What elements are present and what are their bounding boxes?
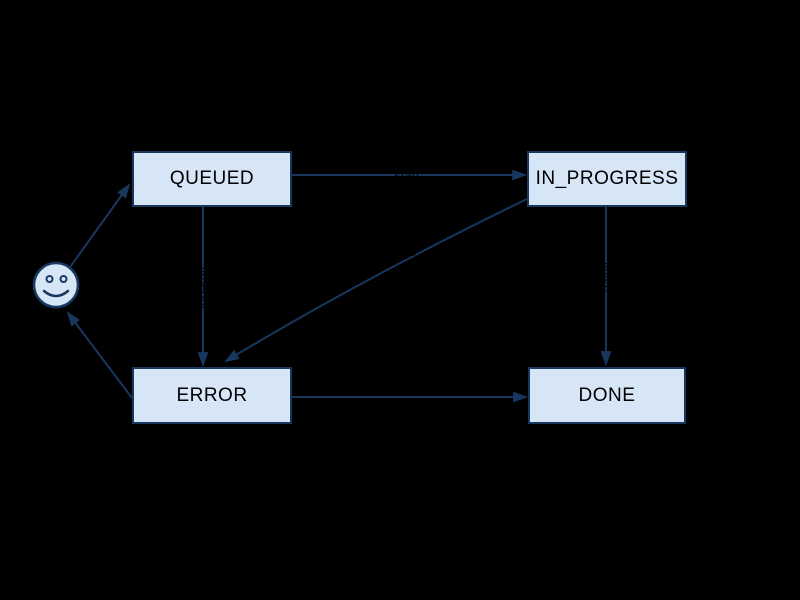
- state-node-done: DONE: [528, 367, 686, 424]
- edge-actor-to-queued: [67, 183, 131, 271]
- state-node-error-label: ERROR: [176, 384, 248, 406]
- smiley-right-eye: [59, 275, 68, 283]
- state-node-queued-label: QUEUED: [169, 168, 255, 189]
- edge-in-progress-to-error: [224, 198, 528, 363]
- state-node-error: ERROR: [132, 367, 292, 424]
- state-node-in-progress-label: IN_PROGRESS: [535, 168, 679, 189]
- smiley-left-eye: [45, 275, 54, 283]
- edge-error-to-actor: [66, 311, 133, 399]
- smiley-face-icon: [32, 261, 80, 309]
- state-node-done-label: DONE: [578, 384, 636, 406]
- state-node-queued: QUEUED: [132, 151, 292, 207]
- state-node-in-progress: IN_PROGRESS: [527, 151, 687, 207]
- smiley-mouth: [42, 289, 70, 298]
